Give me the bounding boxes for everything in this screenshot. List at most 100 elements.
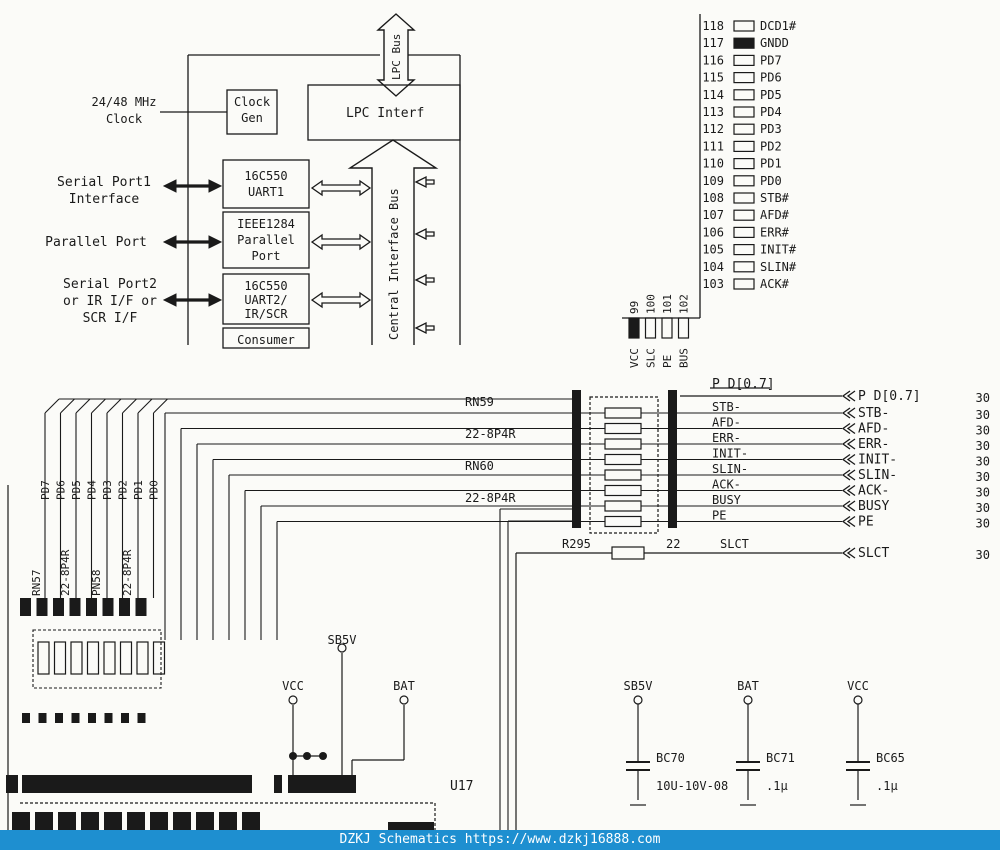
rn-pad	[71, 713, 80, 723]
rn-pad	[137, 713, 146, 723]
pin-number: 100	[645, 294, 658, 314]
pin-number: 104	[702, 260, 724, 274]
pin-number: 110	[702, 157, 724, 171]
connector-page: 30	[976, 548, 990, 562]
rn-pad	[88, 713, 96, 723]
cap-value: 10U-10V-08	[656, 779, 728, 793]
u17-label: U17	[450, 779, 473, 794]
u17-pad	[127, 812, 145, 830]
rn59-rn60-outline	[589, 396, 659, 534]
pd-signal-label: PD1	[132, 480, 145, 500]
rn-element	[53, 641, 67, 675]
rn-element	[152, 641, 166, 675]
pin-pad	[733, 71, 755, 84]
u17-pad	[196, 812, 214, 830]
central-bus-arrow	[347, 139, 439, 345]
pin-pad	[733, 37, 755, 49]
pin-number: 111	[702, 139, 724, 153]
cap-value: .1µ	[766, 779, 788, 793]
connector-label: SLCT	[858, 546, 889, 561]
connector-page: 30	[976, 486, 990, 500]
connector-label: INIT-	[858, 453, 897, 468]
rn-element	[604, 500, 642, 512]
vcc-label: VCC	[282, 679, 304, 693]
u17-pad	[104, 812, 122, 830]
pin-pad	[733, 20, 755, 32]
pin-pad	[733, 209, 755, 221]
pin-number: 103	[702, 277, 724, 291]
rn-pad	[119, 598, 130, 616]
pin-name: PD4	[760, 105, 782, 119]
pin-pad	[733, 244, 755, 256]
connector-label: P D[0.7]	[858, 389, 921, 404]
pin-name: PD0	[760, 174, 782, 188]
pin-number: 112	[702, 122, 724, 136]
bus-tick-4	[414, 321, 435, 335]
pin-number: 105	[702, 243, 724, 257]
connector-label: AFD-	[858, 422, 889, 437]
pin-pad	[677, 317, 690, 339]
pin-name: SLC	[645, 348, 658, 368]
signal-label: SLIN-	[712, 462, 748, 476]
lpc-interface-box	[307, 84, 461, 141]
pin-pad	[628, 317, 640, 339]
uart1-label: 16C550	[244, 169, 287, 183]
watermark-footer: DZKJ Schematics https://www.dzkj16888.co…	[0, 830, 1000, 850]
parallel-block-label: IEEE1284	[237, 217, 295, 231]
pin-number: 118	[702, 19, 724, 33]
pin-pad	[733, 192, 755, 204]
rn-pad	[20, 598, 31, 616]
pin-pad	[733, 123, 755, 135]
pin-pad	[733, 140, 755, 152]
uart2-bus-arrow	[310, 291, 372, 309]
bus-tick-3	[414, 273, 435, 287]
rn-pad	[53, 598, 64, 616]
pin-number: 115	[702, 71, 724, 85]
connector-page: 30	[976, 501, 990, 515]
pin-name: AFD#	[760, 208, 790, 222]
uart1-box	[222, 159, 310, 209]
uart2-label: IR/SCR	[244, 307, 288, 321]
pin-name: ACK#	[760, 277, 790, 291]
pin-pad	[644, 317, 657, 339]
connector-label: STB-	[858, 406, 889, 421]
pin-name: PD2	[760, 139, 782, 153]
consumer-label: Consumer	[237, 333, 295, 347]
clock-source-label: Clock	[106, 112, 143, 126]
slct-net-label: SLCT	[720, 537, 749, 551]
rn-pad	[38, 713, 47, 723]
u17-pad	[150, 812, 168, 830]
parallel-block-label: Port	[252, 249, 281, 263]
connector-page: 30	[976, 424, 990, 438]
u17-pad	[35, 812, 53, 830]
uart2-label: 16C550	[244, 279, 287, 293]
u17-pad	[12, 812, 30, 830]
uart1-bus-arrow	[310, 179, 372, 197]
rn-element	[604, 484, 642, 497]
cap-value: .1µ	[876, 779, 898, 793]
pd-signal-label: PD4	[86, 480, 99, 500]
rn-pad	[22, 713, 30, 723]
pin-pad	[733, 106, 755, 118]
rn-element	[604, 453, 642, 466]
rn-element	[604, 515, 642, 528]
signal-label: ACK-	[712, 478, 741, 492]
connector-label: BUSY	[858, 499, 889, 514]
pin-name: STB#	[760, 191, 790, 205]
r295-resistor	[611, 546, 645, 560]
lpc-interface-label: LPC Interf	[346, 106, 424, 121]
pin-name: VCC	[628, 348, 641, 368]
bat-label: BAT	[393, 679, 415, 693]
offpage-connector: BUSY 30	[841, 499, 990, 515]
pin-pad	[733, 54, 755, 67]
rn60-label: RN60	[465, 459, 494, 473]
serial-port2-label: Serial Port2	[63, 277, 157, 292]
footer-url[interactable]: https://www.dzkj16888.com	[464, 832, 661, 847]
lpc-bus-label: LPC Bus	[390, 34, 403, 80]
rn-pad	[36, 598, 48, 616]
serial-port2-label: or IR I/F or	[63, 294, 157, 309]
pd-signal-label: PD7	[39, 480, 52, 500]
